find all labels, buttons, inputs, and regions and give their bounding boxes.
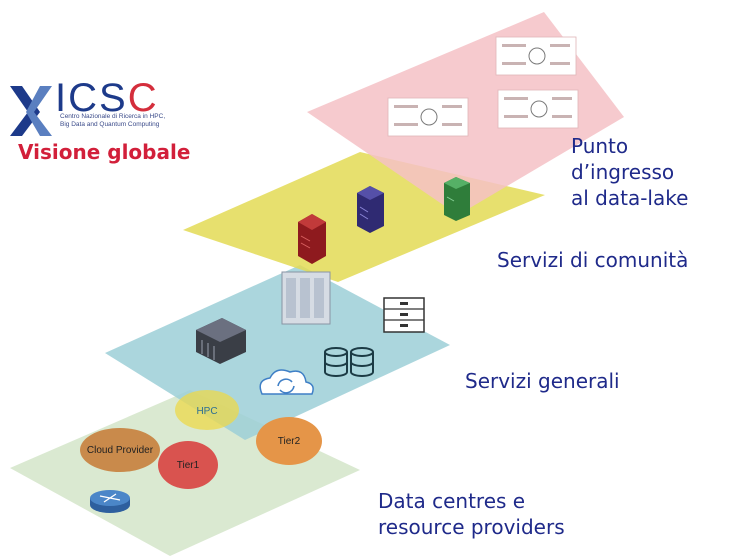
server-purple-icon <box>357 186 384 233</box>
logo-subtitle-line1: Centro Nazionale di Ricerca in HPC, <box>60 113 166 120</box>
blade-chassis-icon <box>196 318 246 364</box>
tier2-label: Tier2 <box>278 436 301 447</box>
logo-acronym-main: ICS <box>55 76 128 120</box>
general-layer-label: Servizi generali <box>465 369 620 393</box>
dashboard-widget-icon <box>387 97 469 137</box>
tier1-label: Tier1 <box>177 460 200 471</box>
hpc-label: HPC <box>196 406 217 417</box>
server-rack-icon <box>281 271 331 325</box>
server-green-icon <box>444 177 470 221</box>
dashboard-widget-icon <box>495 36 577 76</box>
tier1-node <box>158 441 218 489</box>
entry-label-line2: al data-lake <box>571 186 689 210</box>
entry-layer-label: Punto d’ingresso al data-lake <box>571 133 729 211</box>
database-icon <box>324 347 374 377</box>
datacentres-label-line1: Data centres e <box>378 489 526 513</box>
datacentres-label-line2: resource providers <box>378 515 565 539</box>
community-layer-label: Servizi di comunità <box>497 248 689 272</box>
icsc-logo-mark-icon <box>10 86 52 136</box>
hpc-node <box>175 390 239 430</box>
datacentres-layer-label: Data centres e resource providers <box>378 488 565 540</box>
logo-subtitle: Centro Nazionale di Ricerca in HPC, Big … <box>60 113 175 129</box>
entry-label-line1: Punto d’ingresso <box>571 134 675 184</box>
cloud-provider-node <box>80 428 160 472</box>
router-icon <box>90 490 130 513</box>
page-title: Visione globale <box>18 140 191 164</box>
logo-acronym-tail: C <box>127 76 159 120</box>
cloud-sync-icon <box>259 369 314 395</box>
cloud-provider-label: Cloud Provider <box>87 445 154 456</box>
file-cabinet-icon <box>383 297 425 333</box>
tier2-node <box>256 417 322 465</box>
logo-subtitle-line2: Big Data and Quantum Computing <box>60 121 160 128</box>
server-red-icon <box>298 214 326 264</box>
dashboard-widget-icon <box>497 89 579 129</box>
logo-acronym: ICSC <box>55 76 159 121</box>
